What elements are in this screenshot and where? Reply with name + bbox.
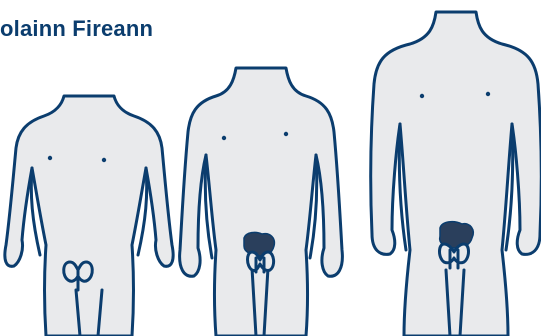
figure-child-nipple-left bbox=[48, 156, 52, 160]
figure-adult-nipple-right bbox=[486, 92, 490, 96]
figure-adult-body bbox=[371, 12, 541, 336]
figure-adolescent bbox=[180, 68, 343, 336]
figure-child bbox=[5, 96, 173, 336]
figure-adult bbox=[371, 12, 541, 336]
figure-adolescent-nipple-left bbox=[222, 136, 226, 140]
figure-adolescent-nipple-right bbox=[284, 132, 288, 136]
figure-adult-nipple-left bbox=[420, 94, 424, 98]
figure-child-body bbox=[5, 96, 173, 336]
figure-adolescent-body bbox=[180, 68, 343, 336]
figure-child-nipple-right bbox=[102, 158, 106, 162]
